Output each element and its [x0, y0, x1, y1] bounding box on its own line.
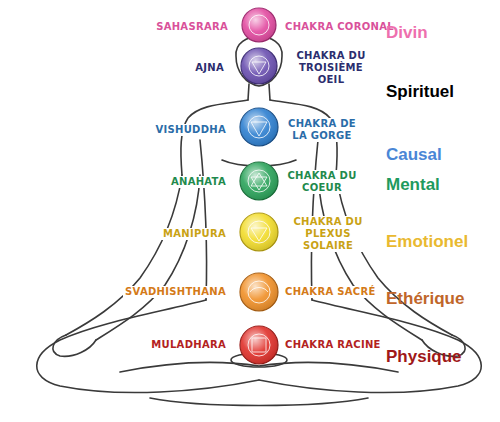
level-name: Spirituel	[386, 82, 454, 102]
chakra-name: CHAKRA CORONAL	[283, 21, 396, 33]
sanskrit-name: MANIPURA	[161, 228, 228, 240]
chakra-name: CHAKRA DU PLEXUS SOLAIRE	[283, 216, 373, 252]
chakra-name: CHAKRA DE LA GORGE	[283, 118, 361, 142]
sanskrit-name: ANAHATA	[169, 176, 228, 188]
level-name: Divin	[386, 23, 428, 43]
level-name: Physique	[386, 347, 462, 367]
chakra-name: CHAKRA RACINE	[283, 339, 383, 351]
sanskrit-name: VISHUDDHA	[153, 124, 228, 136]
sanskrit-name: AJNA	[193, 62, 226, 74]
level-name: Emotionel	[386, 232, 468, 252]
sanskrit-name: MULADHARA	[149, 339, 228, 351]
level-name: Mental	[386, 175, 440, 195]
chakra-name: CHAKRA DU COEUR	[283, 170, 361, 194]
sanskrit-name: SVADHISHTHANA	[123, 286, 228, 298]
level-name: Ethérique	[386, 289, 464, 309]
chakra-name: CHAKRA DU TROISIÈME OEIL	[283, 50, 379, 86]
chakra-name: CHAKRA SACRÉ	[283, 286, 378, 298]
sanskrit-name: SAHASRARA	[154, 21, 230, 33]
level-name: Causal	[386, 145, 442, 165]
